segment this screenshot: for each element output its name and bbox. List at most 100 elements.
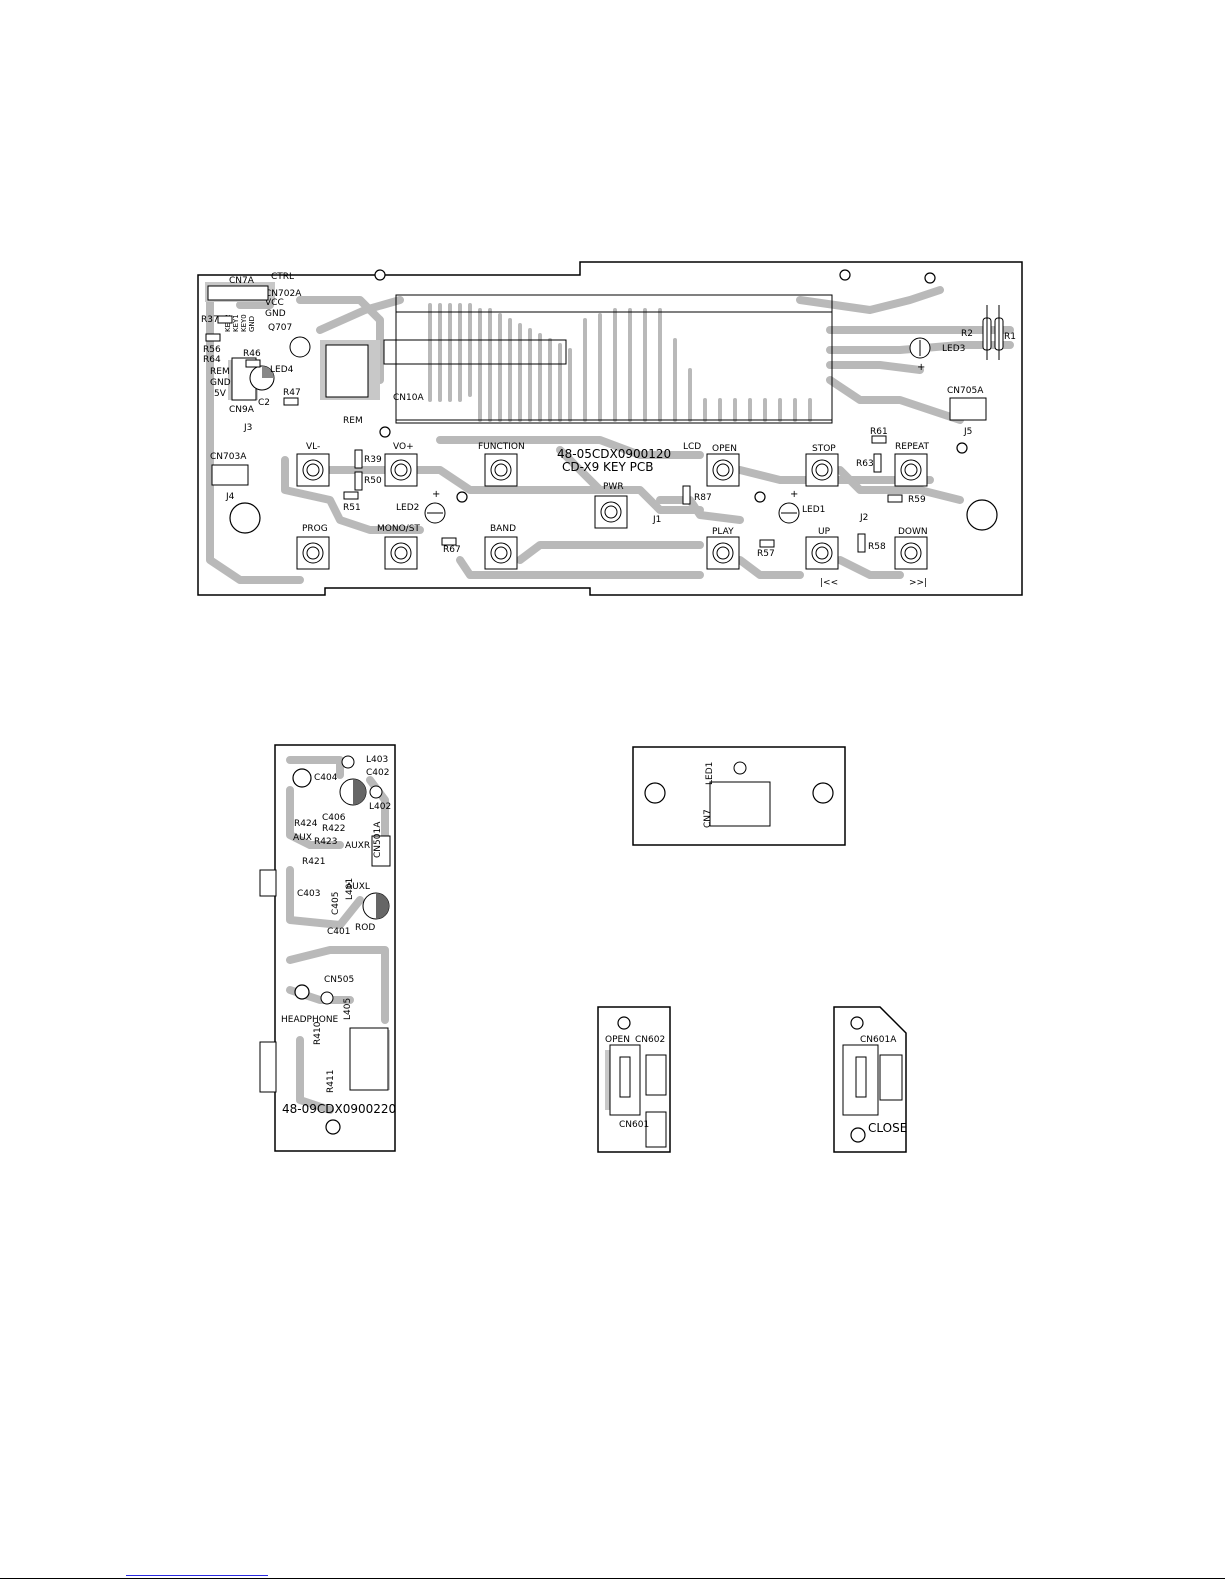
aux-label-r410: R410 xyxy=(313,1021,323,1045)
svg-text:KEY1: KEY1 xyxy=(232,314,240,332)
resistor-r50: R50 xyxy=(354,471,382,491)
resistor-r1: R1 xyxy=(1004,332,1016,342)
resistor-r47: R47 xyxy=(283,388,301,406)
resistor-r58: R58 xyxy=(857,533,886,553)
key-label-up: UP xyxy=(818,527,831,537)
label-r39: R39 xyxy=(364,455,382,465)
key-label-pwr: PWR xyxy=(603,482,624,492)
aux-label-auxl: AUXL xyxy=(346,882,370,892)
mount-hole xyxy=(956,442,968,454)
svg-text:KEY0: KEY0 xyxy=(240,314,248,332)
label-cn705a: CN705A xyxy=(947,386,984,396)
connector-cn7 xyxy=(709,781,771,827)
key-label-mono-st: MONO/ST xyxy=(377,524,420,534)
label-r63: R63 xyxy=(856,459,874,469)
resistor-r39: R39 xyxy=(354,449,382,469)
key-label-lcd: LCD xyxy=(683,442,701,452)
key-label-open: OPEN xyxy=(712,444,737,454)
svg-text:+: + xyxy=(917,362,925,373)
resistor-r2: R2 xyxy=(961,329,973,339)
label-r47: R47 xyxy=(283,388,301,398)
key-label-repeat: REPEAT xyxy=(895,442,930,452)
aux-jack xyxy=(259,869,277,897)
aux-label-l402: L402 xyxy=(369,802,391,812)
label-r46: R46 xyxy=(243,349,261,359)
resistor-r37: R37 xyxy=(201,315,233,325)
aux-label-r423: R423 xyxy=(314,837,337,847)
label-vcc: VCC xyxy=(265,298,284,308)
key-label-vl: VL- xyxy=(306,442,320,452)
key-open: OPEN xyxy=(706,444,740,487)
key-label-band: BAND xyxy=(490,524,516,534)
connector-cn7a xyxy=(207,285,269,301)
label-ctrl: CTRL xyxy=(271,272,294,282)
mount-hole-large xyxy=(966,499,998,531)
label-cn7a: CN7A xyxy=(229,276,255,286)
aux-label-l401: L401 xyxy=(345,878,355,900)
resistor-r64: R64 xyxy=(203,355,221,365)
connector-cn601a xyxy=(879,1054,903,1101)
label-cn601a: CN601A xyxy=(860,1035,897,1045)
label-r1: R1 xyxy=(1004,332,1016,342)
label-led1-small: LED1 xyxy=(705,762,715,785)
main-key-pcb: 48-05CDX0900120 CD-X9 KEY PCB VL-VO+FUNC… xyxy=(197,261,1023,596)
footer-rule xyxy=(0,1578,1225,1579)
label-cn10a: CN10A xyxy=(393,393,424,403)
aux-mount-hole xyxy=(292,768,312,788)
aux-label-l405: L405 xyxy=(343,998,353,1020)
led-board-hole xyxy=(812,782,834,804)
aux-label-rod: ROD xyxy=(355,923,375,933)
aux-label-r411: R411 xyxy=(326,1070,336,1093)
resistor-r67: R67 xyxy=(441,537,461,555)
coil-l402 xyxy=(369,785,383,799)
label-cn601: CN601 xyxy=(619,1120,649,1130)
svg-text:LED3: LED3 xyxy=(942,344,965,354)
mount-hole xyxy=(456,491,468,503)
connector-cn703a xyxy=(211,464,249,486)
key-mono-st: MONO/ST xyxy=(377,524,420,570)
label-j1: J1 xyxy=(652,515,661,525)
footer-link-underline[interactable] xyxy=(126,1575,268,1576)
coil-l405 xyxy=(320,991,334,1005)
connector-cn602 xyxy=(645,1054,667,1096)
svg-text:LED4: LED4 xyxy=(270,365,294,375)
headphone-switch xyxy=(349,1027,389,1091)
aux-pcb-code: 48-09CDX0900220 xyxy=(282,1102,396,1116)
aux-label-cn501a: CN501A xyxy=(373,821,383,858)
close-board-hole xyxy=(850,1127,866,1143)
led-led4: LED4 xyxy=(249,365,294,391)
led-led1: + LED1 xyxy=(778,489,825,524)
key-pwr: PWR xyxy=(594,482,628,529)
label-r57: R57 xyxy=(757,549,775,559)
key-prog: PROG xyxy=(296,524,330,570)
label-r58: R58 xyxy=(868,542,886,552)
transistor-q707: Q707 xyxy=(268,323,311,358)
receiver-rem xyxy=(325,344,369,398)
mount-hole xyxy=(379,426,391,438)
connector-cn601 xyxy=(645,1111,667,1148)
label-r50: R50 xyxy=(364,476,382,486)
main-resistors: R37R56R64R46R47R39R50R51R67R87R57R58R59R… xyxy=(201,315,1016,559)
connector-cn501a xyxy=(371,835,391,867)
aux-label-l403: L403 xyxy=(366,755,388,765)
label-5v-pin: 5V xyxy=(214,389,227,399)
label-cn703a: CN703A xyxy=(210,452,247,462)
label-j4: J4 xyxy=(225,492,235,502)
mount-hole xyxy=(924,272,936,284)
label-r59: R59 xyxy=(908,495,926,505)
mount-hole xyxy=(754,491,766,503)
svg-text:LED1: LED1 xyxy=(802,505,825,515)
resistor-r57: R57 xyxy=(757,539,775,559)
aux-label-c402: C402 xyxy=(366,768,389,778)
aux-label-c401: C401 xyxy=(327,927,350,937)
resistor-r59: R59 xyxy=(887,494,926,505)
key-label-stop: STOP xyxy=(812,444,836,454)
switch-close-lever xyxy=(855,1056,867,1098)
coil-l403 xyxy=(341,755,355,769)
resistor-r56: R56 xyxy=(203,333,221,355)
led-led2: + LED2 xyxy=(396,489,446,524)
label-r67: R67 xyxy=(443,545,461,555)
aux-label-aux: AUX xyxy=(293,833,312,843)
aux-mount-hole xyxy=(294,984,310,1000)
